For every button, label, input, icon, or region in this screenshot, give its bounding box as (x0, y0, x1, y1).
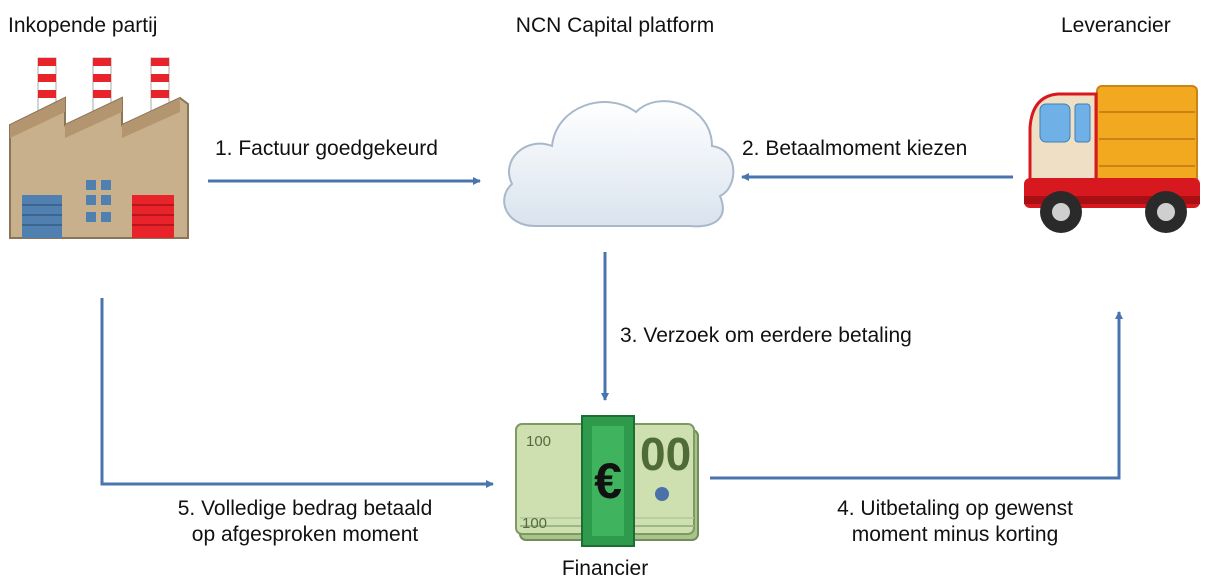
platform-label: NCN Capital platform (515, 14, 715, 37)
step2-label: 2. Betaalmoment kiezen (742, 137, 968, 160)
supplier-label: Leverancier (1061, 14, 1171, 37)
svg-text:100: 100 (522, 515, 547, 532)
arrow-step4 (710, 311, 1123, 480)
step5-label-line1: 5. Volledige bedrag betaald (177, 497, 433, 520)
step4-label: 4. Uitbetaling op gewenst moment minus k… (790, 496, 1120, 548)
step3-label: 3. Verzoek om eerdere betaling (620, 324, 912, 347)
step4-label-line1: 4. Uitbetaling op gewenst (837, 497, 1073, 520)
euro-money-bundle-icon: 100 100 00 € (515, 415, 699, 547)
svg-text:00: 00 (640, 428, 691, 480)
svg-text:€: € (594, 453, 622, 509)
buyer-label: Inkopende partij (8, 14, 158, 37)
arrow-step5 (100, 298, 494, 488)
factory-icon (9, 57, 189, 239)
financier-label: Financier (561, 557, 649, 580)
svg-text:100: 100 (526, 433, 551, 450)
truck-icon (1024, 85, 1200, 233)
step1-label: 1. Factuur goedgekeurd (215, 137, 438, 160)
step4-label-line2: moment minus korting (851, 523, 1059, 546)
step5-label-line2: op afgesproken moment (191, 523, 419, 546)
step5-label: 5. Volledige bedrag betaald op afgesprok… (125, 496, 485, 548)
cloud-icon (503, 100, 735, 228)
